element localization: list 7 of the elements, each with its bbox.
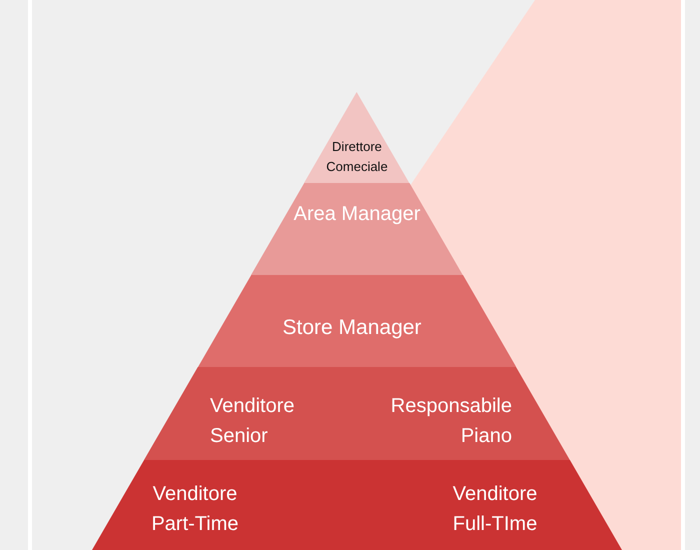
tier-label: Venditore Full-TIme [452, 482, 538, 537]
tier-label: Store Manager [282, 315, 422, 341]
tier-label: Responsabile Piano [390, 394, 512, 449]
tier-label: Area Manager [292, 202, 422, 227]
tier-label: Direttore Comeciale [325, 138, 389, 176]
tier-label: Venditore Senior [210, 394, 296, 449]
tier-label: Venditore Part-Time [150, 482, 240, 537]
